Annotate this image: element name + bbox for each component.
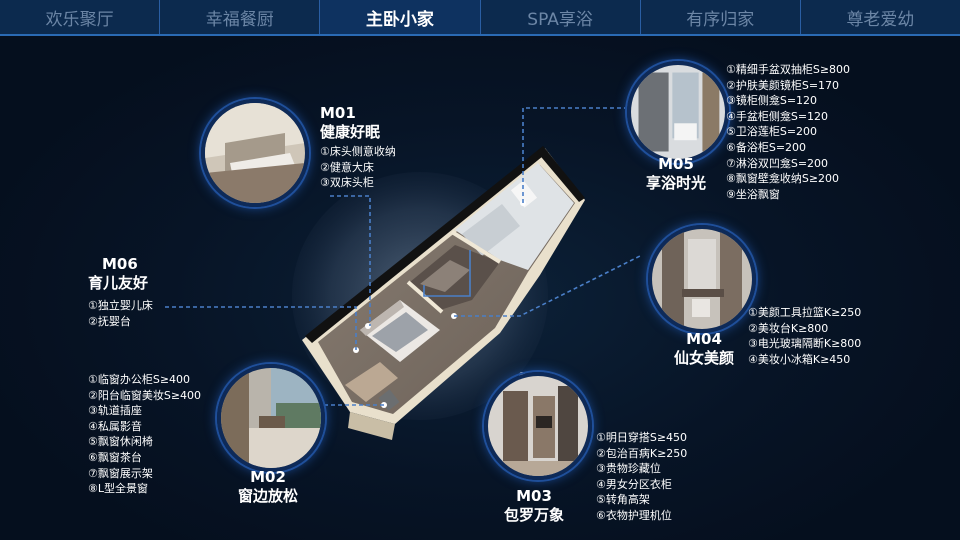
m06-code: M06 <box>102 255 138 273</box>
m02-title: 窗边放松 <box>237 487 298 505</box>
m01-feature: ②健意大床 <box>320 160 374 174</box>
bath-fixture <box>510 180 538 208</box>
leader-line-m06 <box>165 306 357 350</box>
leader-line-wardrobe-box <box>423 250 471 297</box>
m05-feature: ⑧飘窗壁龛收纳S≥200 <box>726 172 840 186</box>
tab-spa-bath[interactable]: SPA享浴 <box>481 0 641 34</box>
m02-window-lounge-photo <box>217 364 325 472</box>
wall-edge <box>348 412 395 440</box>
wall-top-edge-right <box>537 146 585 202</box>
bed-headboard <box>360 300 404 336</box>
partition-bath <box>450 230 502 264</box>
m03-feature: ②包治百病K≥250 <box>596 446 688 460</box>
section-tab-bar: 欢乐聚厅 幸福餐厨 主卧小家 SPA享浴 有序归家 尊老爱幼 <box>0 0 960 36</box>
m05-feature: ④手盆柜侧龛S=120 <box>726 109 829 123</box>
m02-code: M02 <box>250 468 286 486</box>
bed-blanket <box>372 312 428 352</box>
partition-wardrobe <box>406 280 444 314</box>
m06-module-label: M06 育儿友好 <box>88 255 148 293</box>
m05-feature: ③镜柜侧龛S=120 <box>726 94 818 108</box>
m02-feature: ⑦飘窗展示架 <box>88 466 153 480</box>
m04-feature: ③电光玻璃隔断K≥800 <box>748 337 862 351</box>
m04-feature: ②美妆台K≥800 <box>748 321 829 335</box>
m05-feature: ⑨坐浴飘窗 <box>726 187 780 201</box>
m04-vanity-photo <box>648 225 756 333</box>
m03-code: M03 <box>516 487 552 505</box>
m05-feature: ⑤卫浴莲柜S=200 <box>726 125 818 139</box>
wardrobe-floor <box>420 260 470 292</box>
m02-feature: ②阳台临窗美妆S≥400 <box>88 388 202 402</box>
m03-feature: ⑤转角高架 <box>596 493 650 507</box>
window-seat <box>345 362 398 402</box>
m05-bathroom-photo <box>627 61 729 163</box>
m01-feature: ③双床头柜 <box>320 176 374 190</box>
m06-feature-list: ①独立婴儿床 ②抚婴台 <box>88 298 153 329</box>
m04-feature: ①美颜工具拉篮K≥250 <box>748 306 862 319</box>
m03-wardrobe-photo <box>484 372 592 480</box>
m05-feature: ⑥备浴柜S=200 <box>726 140 807 154</box>
m01-title: 健康好眠 <box>320 123 381 141</box>
m02-feature: ①临窗办公柜S≥400 <box>88 373 191 386</box>
m04-code: M04 <box>686 330 722 348</box>
m06-feature: ②抚婴台 <box>88 314 131 328</box>
tab-elderly-child-care[interactable]: 尊老爱幼 <box>846 9 915 30</box>
m06-feature: ①独立婴儿床 <box>88 299 153 312</box>
m04-title: 仙女美颜 <box>673 349 734 367</box>
m05-module-label: M05 享浴时光 <box>636 155 716 193</box>
tab-master-bedroom[interactable]: 主卧小家 <box>320 0 481 34</box>
m03-title: 包罗万象 <box>503 506 564 524</box>
tab-kitchen-dining[interactable]: 幸福餐厨 <box>160 0 321 34</box>
m05-title: 享浴时光 <box>645 174 706 192</box>
leader-line-m05 <box>522 107 625 203</box>
tea-table <box>378 389 400 411</box>
wall-top-edge <box>305 146 548 343</box>
m02-feature: ⑥飘窗茶台 <box>88 450 142 464</box>
m05-feature: ①精细手盆双抽柜S≥800 <box>726 63 851 76</box>
m03-feature-list: ①明日穿搭S≥450 ②包治百病K≥250 ③贵物珍藏位 ④男女分区衣柜 ⑤转角… <box>596 430 687 524</box>
m03-feature: ③贵物珍藏位 <box>596 462 661 476</box>
m04-feature-list: ①美颜工具拉篮K≥250 ②美妆台K≥800 ③电光玻璃隔断K≥800 ④美妆小… <box>748 305 861 367</box>
m01-feature-list: ①床头侧意收纳 ②健意大床 ③双床头柜 <box>320 144 396 191</box>
m01-bedroom-photo <box>201 99 309 207</box>
m05-code: M05 <box>658 155 694 173</box>
m02-feature: ⑧L型全景窗 <box>88 482 148 496</box>
m03-feature: ⑥衣物护理机位 <box>596 508 672 522</box>
leader-line-m04 <box>454 254 643 317</box>
m03-module-label: M03 包罗万象 <box>494 487 574 525</box>
m01-module-label: M01 健康好眠 <box>320 104 380 142</box>
m05-feature: ②护肤美颜镜柜S=170 <box>726 78 840 92</box>
m02-feature: ④私属影音 <box>88 419 142 433</box>
tab-entertainment-hall[interactable]: 欢乐聚厅 <box>0 0 161 34</box>
m04-feature: ④美妆小冰箱K≥450 <box>748 352 851 366</box>
m03-feature: ①明日穿搭S≥450 <box>596 431 688 444</box>
m02-feature: ⑤飘窗休闲椅 <box>88 435 153 449</box>
m06-title: 育儿友好 <box>88 274 149 292</box>
shower-area <box>462 204 520 256</box>
m04-module-label: M04 仙女美颜 <box>664 330 744 368</box>
solid-leaders <box>423 250 471 297</box>
m05-feature-list: ①精细手盆双抽柜S≥800 ②护肤美颜镜柜S=170 ③镜柜侧龛S=120 ④手… <box>726 62 850 202</box>
leader-line-m01 <box>330 195 371 326</box>
m01-code: M01 <box>320 104 356 122</box>
m03-feature: ④男女分区衣柜 <box>596 477 672 491</box>
m02-feature-list: ①临窗办公柜S≥400 ②阳台临窗美妆S≥400 ③轨道插座 ④私属影音 ⑤飘窗… <box>88 372 201 497</box>
tab-orderly-entry[interactable]: 有序归家 <box>641 0 801 34</box>
m02-module-label: M02 窗边放松 <box>228 468 308 506</box>
m02-feature: ③轨道插座 <box>88 404 142 418</box>
m01-feature: ①床头侧意收纳 <box>320 145 396 158</box>
m05-feature: ⑦淋浴双凹龛S=200 <box>726 156 829 170</box>
